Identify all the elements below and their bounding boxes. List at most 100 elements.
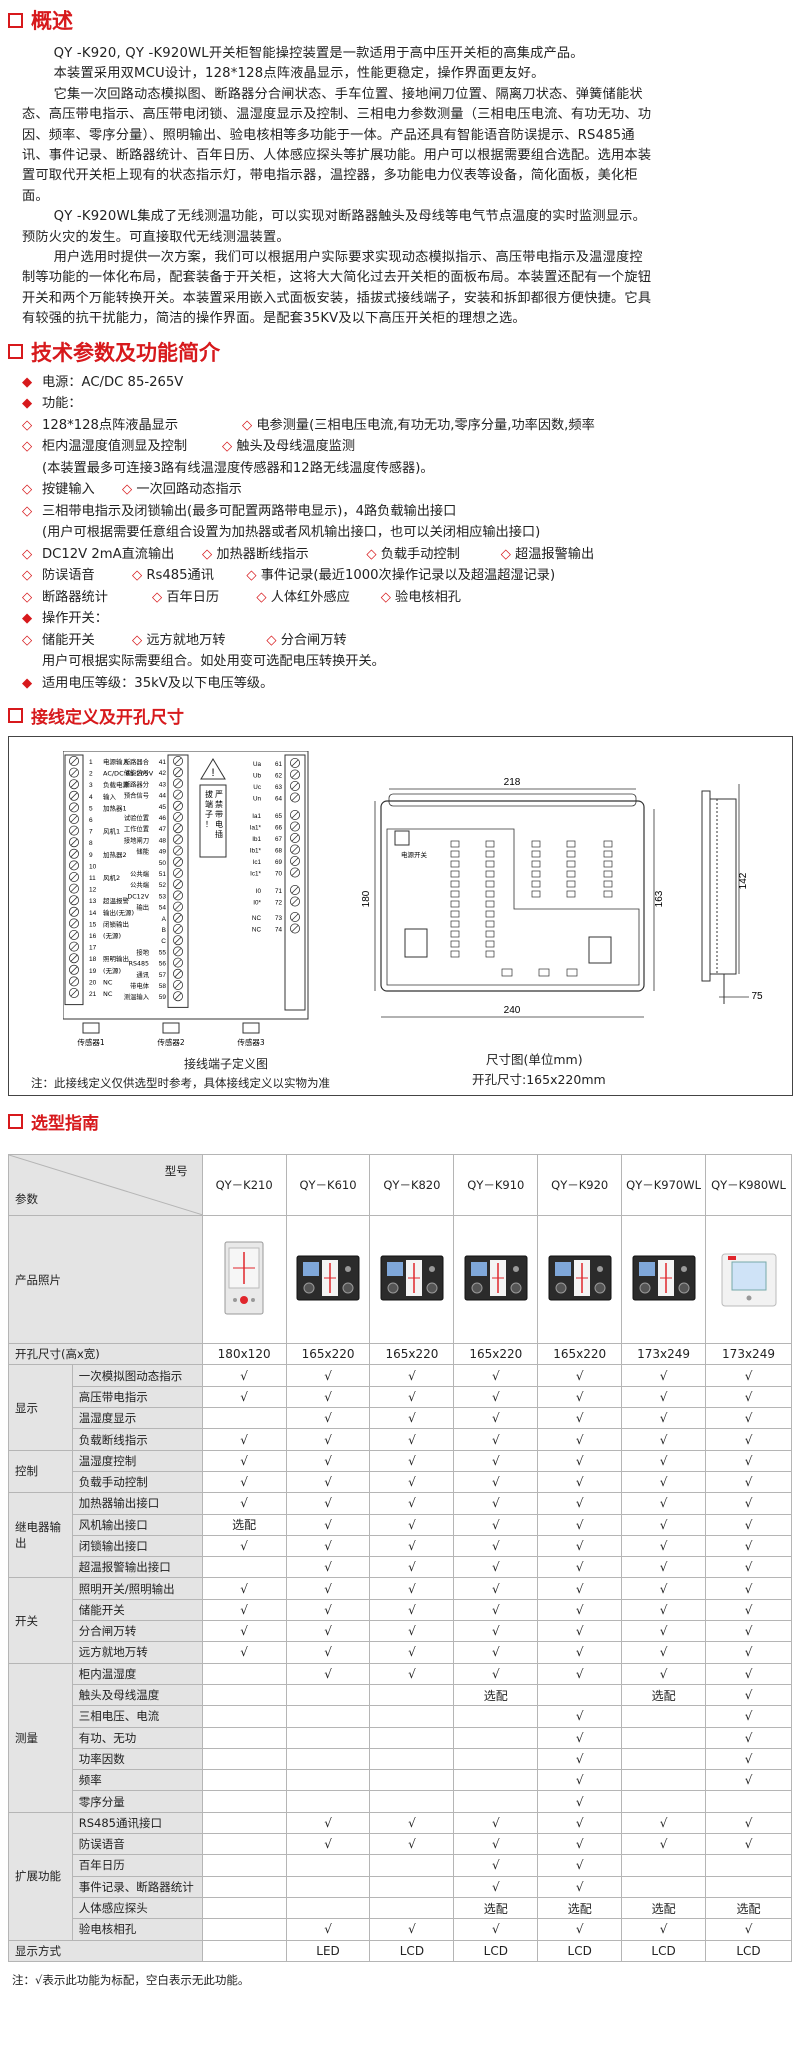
feature-cell [369,1747,455,1771]
feature-cell: √ [537,1662,623,1685]
screw-terminal-icon [173,800,184,811]
terminal-label: Ib1 [252,836,261,843]
table-row: 有功、无功√√ [9,1726,792,1749]
terminal-label: NC [252,915,262,922]
feature-cell: √ [285,1918,371,1941]
terminal-label: 加热器1 [103,804,127,813]
warning-char: 严 [215,790,223,799]
terminal-label: NC [103,979,113,987]
mid-terminal [173,957,184,968]
feature-cell: √ [369,1513,455,1536]
screw-terminal-icon [69,802,79,813]
table-row: 触头及母线温度选配选配√ [9,1683,792,1707]
feature-cell [285,1683,371,1707]
led-indicator-icon [450,920,460,928]
table-row: 开关照明开关/照明输出√√√√√√√ [8,1577,792,1664]
left-terminal [69,814,79,825]
product-photo-cell [369,1215,455,1345]
feature-cell: √ [453,1811,539,1835]
sub-bullet-icon: ◇ [22,417,33,433]
spec-f7: ◇断路器统计◇ 百年日历◇ 人体红外感应◇ 验电核相孔 [14,587,654,609]
screw-terminal-icon [69,883,79,894]
feature-label: 风机输出接口 [71,1513,203,1536]
right-terminal [289,856,300,867]
feature-label: 功率因数 [71,1747,203,1771]
feature-cell: √ [537,1747,623,1771]
socket-icon [566,968,578,977]
led-indicator-icon [603,840,613,848]
terminal-number: 59 [159,994,167,1001]
feature-cell [201,1705,287,1728]
cutout-cell: 173x249 [705,1343,792,1366]
feature-cell: √ [285,1833,371,1856]
screw-terminal-icon [173,812,184,823]
terminal-number: 2 [89,771,93,778]
photo-label: 产品照片 [8,1215,203,1345]
led-indicator-icon [450,880,460,888]
screw-terminal-icon [173,957,184,968]
feature-cell: √ [621,1620,707,1643]
left-terminal [69,756,79,767]
feature-cell: √ [369,1449,455,1472]
bullet-icon: ◆ [22,675,33,691]
feature-label: 触头及母线温度 [71,1683,203,1707]
right-terminal [289,923,300,934]
feature-label: 柜内温湿度 [71,1662,203,1685]
screw-terminal-icon [69,906,79,917]
spec-o2: 用户可根据实际需要组合。如处用变可选配电压转换开关。 [42,654,385,670]
sub-bullet-icon: ◇ [22,482,33,498]
table-row: 事件记录、断路器统计√√ [9,1875,792,1898]
feature-cell: √ [705,1705,792,1728]
cutout-cell: 165x220 [453,1343,539,1366]
screw-terminal-icon [69,930,79,941]
table-row: 负载手动控制√√√√√√√ [9,1470,792,1494]
feature-cell: √ [369,1470,455,1494]
feature-cell [201,1790,287,1813]
feature-cell: √ [285,1407,371,1430]
terminal-number: 46 [159,815,167,822]
spec-f6: ◇防误语音◇ Rs485通讯◇ 事件记录(最近1000次操作记录以及超温超湿记录… [14,565,654,587]
feature-cell: √ [537,1492,623,1515]
feature-cell: √ [201,1577,287,1600]
feature-cell: √ [201,1534,287,1558]
led-indicator-icon [603,860,613,868]
spec-ops: ◆操作开关： [14,608,654,630]
feature-label: 零序分量 [71,1790,203,1813]
led-indicator-icon [450,860,460,868]
led-indicator-icon [485,940,495,948]
terminal-label: 输出 [136,903,149,912]
screw-terminal-icon [69,872,79,883]
table-row: 功率因数√√ [9,1747,792,1771]
feature-cell: √ [537,1811,623,1835]
left-terminal [69,895,79,906]
screw-terminal-icon [69,953,79,964]
terminal-label: NC [103,990,113,998]
terminal-label: 断路器分 [124,780,150,789]
terminal-number: 73 [275,915,283,922]
feature-cell: √ [537,1513,623,1536]
feature-cell: √ [705,1577,792,1600]
table-header-row: 型号 参数 QY－K210 QY－K610 QY－K820 QY－K910 QY… [8,1154,792,1217]
terminal-label: 储能 [136,847,149,856]
dim-outer-width-label: 240 [504,1005,521,1016]
feature-cell: √ [285,1620,371,1643]
screw-terminal-icon [289,856,300,867]
table-row: 人体感应探头选配选配选配选配 [9,1896,792,1920]
terminal-number: 11 [89,875,96,882]
spec-f2: ◇柜内温湿度值测显及控制◇ 触头及母线温度监测 [14,436,654,458]
led-indicator-icon [485,870,495,878]
mid-terminal [173,845,184,856]
terminal-number: 70 [275,871,283,878]
feature-cell: √ [285,1577,371,1600]
feature-cell: √ [453,1833,539,1856]
mid-terminal [173,868,184,879]
screw-terminal-icon [173,991,184,1002]
feature-label: 验电核相孔 [71,1918,203,1941]
dim-width-label: 218 [504,777,521,788]
terminal-note: 注：此接线定义仅供选型时参考，具体接线定义以实物为准 [31,1076,330,1091]
feature-label: 加热器输出接口 [71,1492,203,1515]
left-terminal [69,848,79,859]
screw-terminal-icon [173,778,184,789]
feature-cell: √ [369,1662,455,1685]
feature-label: 高压带电指示 [71,1385,203,1409]
